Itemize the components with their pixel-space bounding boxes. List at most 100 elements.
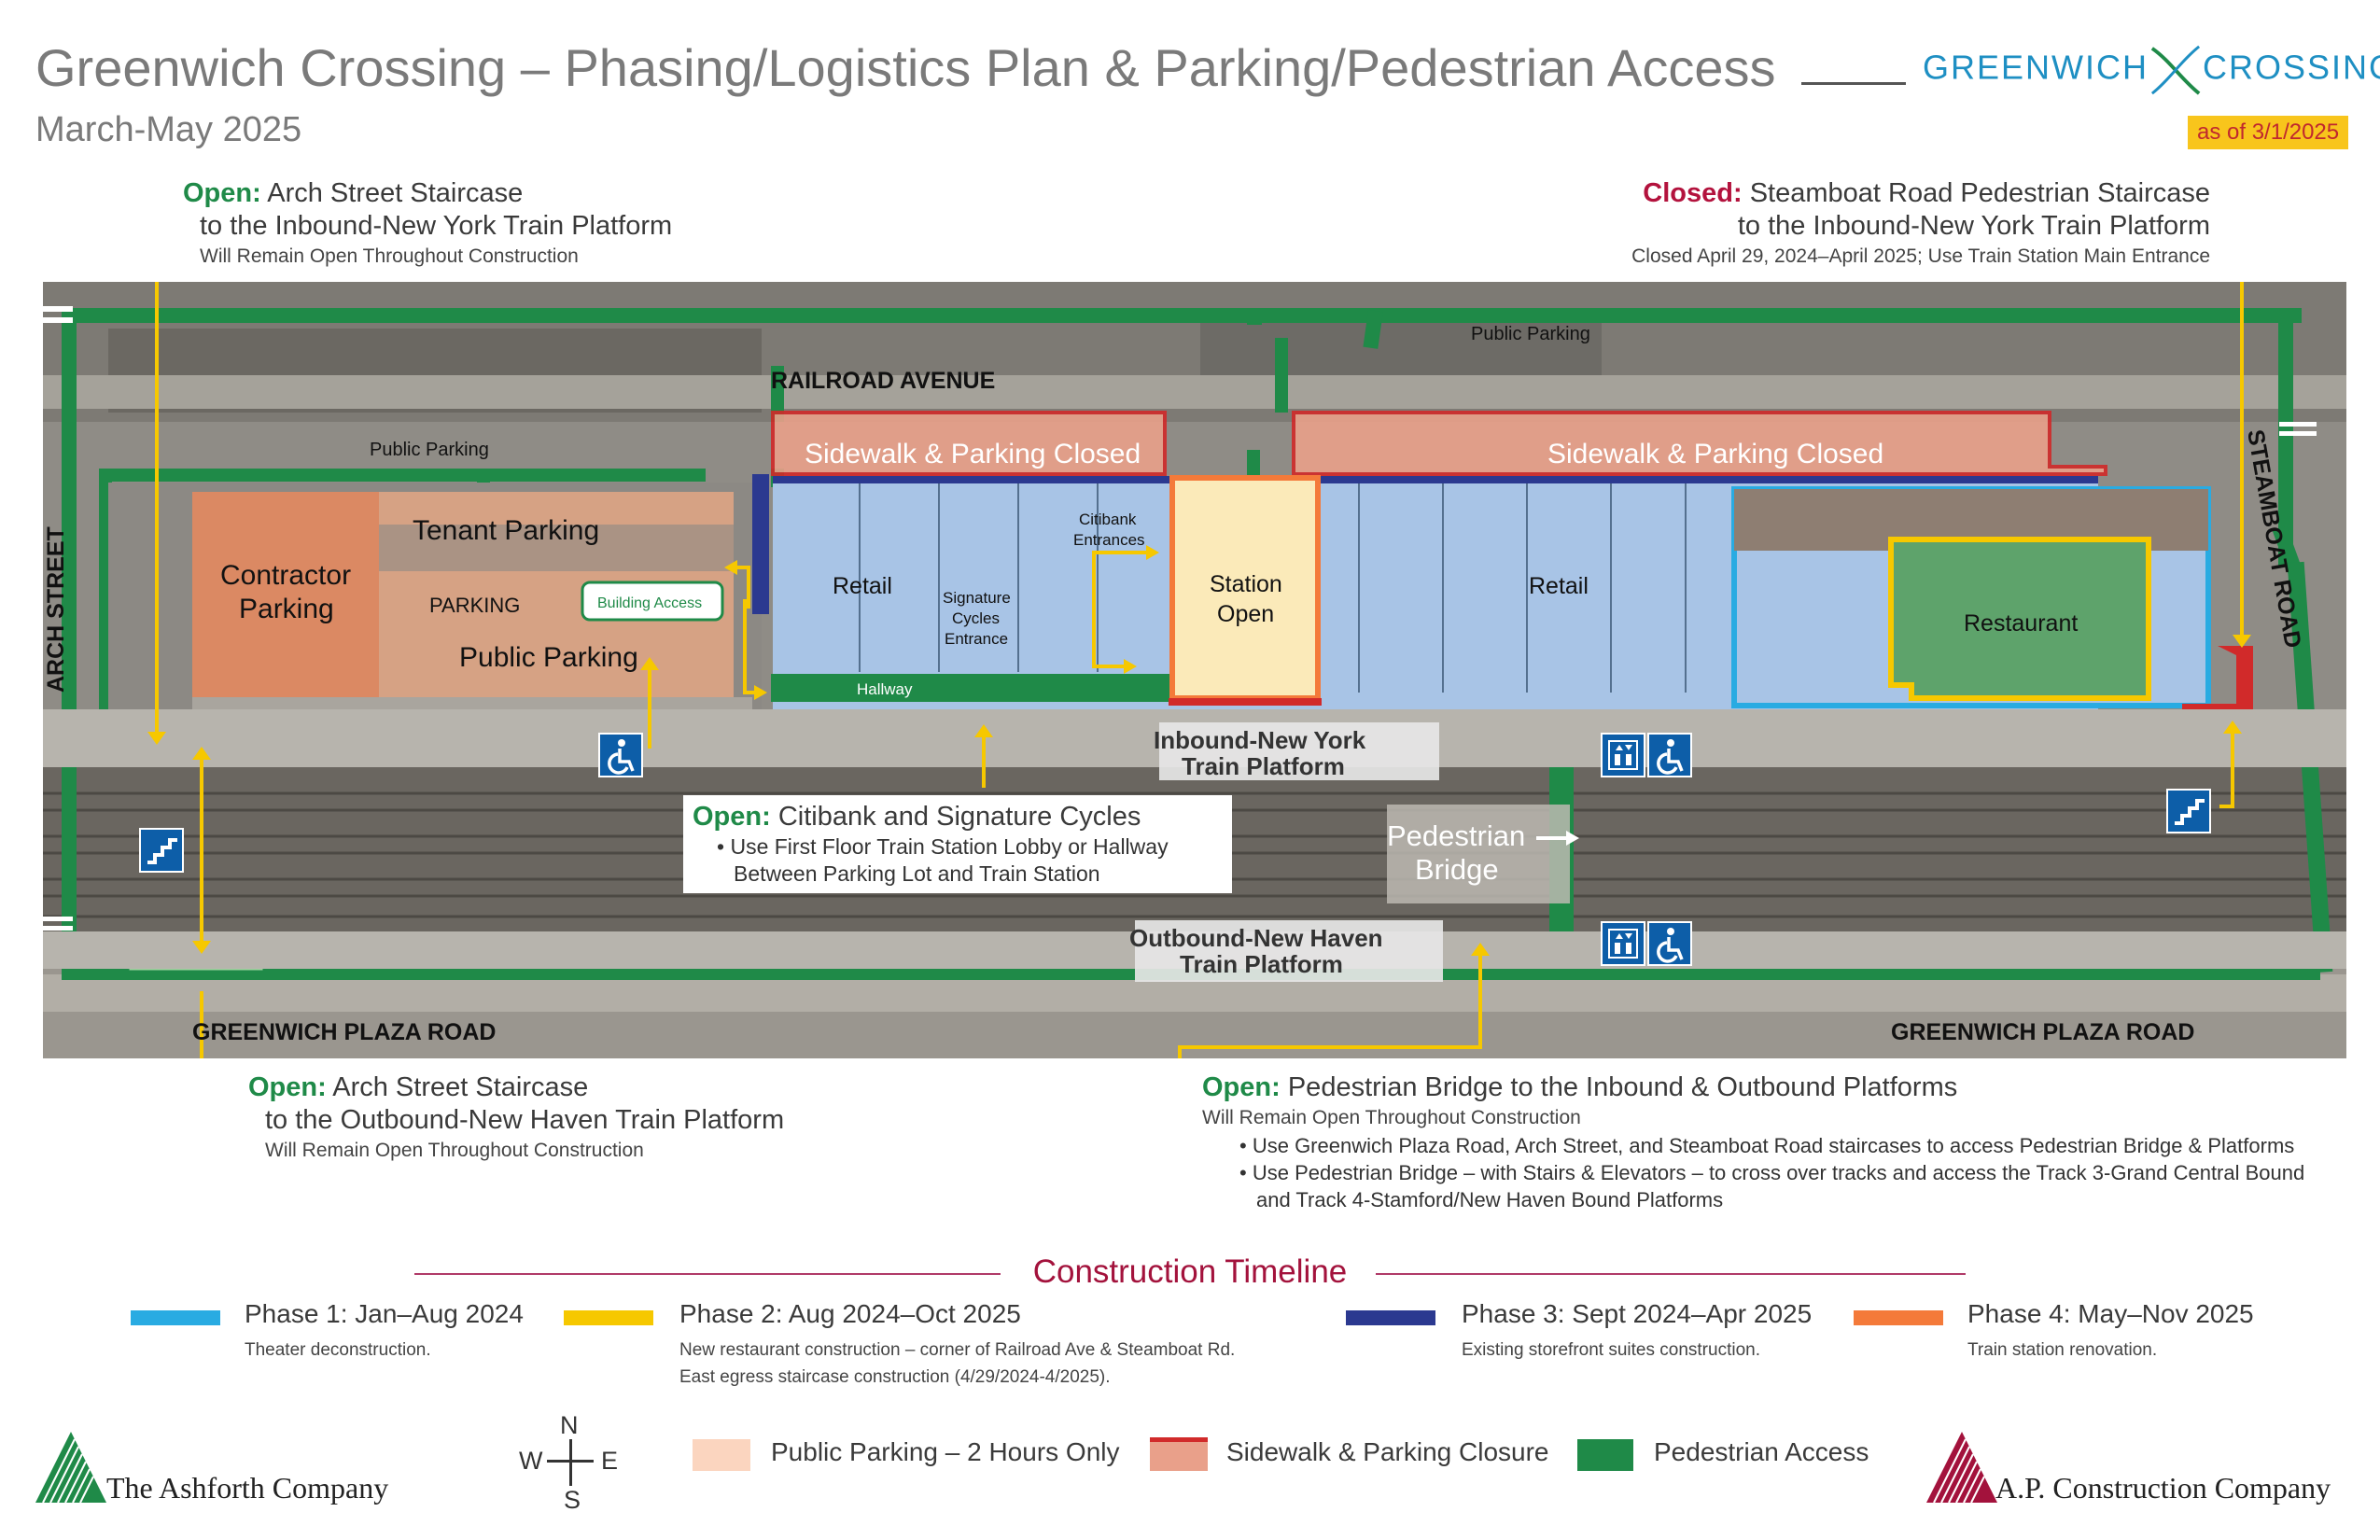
timeline-rule-left: [414, 1273, 1001, 1275]
accessible-icon: [598, 733, 643, 777]
callout-note: Will Remain Open Throughout Construction: [200, 245, 579, 267]
train-station: [1169, 475, 1321, 701]
bullet-text: Use Pedestrian Bridge – with Stairs & El…: [1252, 1161, 2305, 1184]
label-building-access: Building Access: [597, 595, 702, 611]
citibank-bullet-1: • Use First Floor Train Station Lobby or…: [717, 834, 1169, 859]
elevator-icon: [1601, 733, 1645, 777]
street-railroad-avenue: RAILROAD AVENUE: [771, 368, 995, 394]
station-closure-edge: [1169, 698, 1322, 706]
tenant-parking-area: [379, 525, 734, 571]
timeline-rule-right: [1376, 1273, 1966, 1275]
hallway: [773, 674, 1217, 702]
accessible-icon: [1647, 921, 1692, 966]
label-signature-1: Signature: [943, 589, 1011, 607]
label-retail-east: Retail: [1529, 573, 1589, 599]
page-title: Greenwich Crossing – Phasing/Logistics P…: [35, 38, 1776, 97]
phase3-west-edge: [752, 474, 769, 614]
label-public-parking-left: Public Parking: [370, 440, 489, 460]
legend-closure-swatch: [1150, 1437, 1208, 1471]
status-open-label: Open:: [1202, 1072, 1281, 1102]
label-public-parking-top: Public Parking: [1471, 324, 1590, 344]
label-public-parking-lot: Public Parking: [459, 642, 638, 673]
legend-public-parking-swatch: [693, 1439, 750, 1471]
legend-public-parking-label: Public Parking – 2 Hours Only: [771, 1437, 1120, 1466]
callout-line1: Pedestrian Bridge to the Inbound & Outbo…: [1287, 1072, 1958, 1102]
callout-arrows: [155, 282, 2244, 1058]
bridge-bullet-3: and Track 4-Stamford/New Haven Bound Pla…: [1256, 1188, 1724, 1211]
legend-pedestrian-swatch: [1577, 1439, 1633, 1471]
label-citibank-1: Citibank: [1079, 511, 1137, 528]
callout-arch-inbound: Open: Arch Street Staircase to the Inbou…: [183, 177, 672, 271]
label-parking-pavement: PARKING: [429, 594, 520, 617]
label-citibank-2: Entrances: [1073, 531, 1145, 549]
as-of-date-badge: as of 3/1/2025: [2188, 116, 2349, 149]
label-tenant-parking: Tenant Parking: [413, 515, 599, 546]
label-station-2: Open: [1217, 601, 1274, 627]
label-sidewalk-closed-west: Sidewalk & Parking Closed: [805, 439, 1141, 469]
callout-line2: to the Inbound-New York Train Platform: [1737, 211, 2210, 241]
inbound-label-box: [1159, 722, 1439, 780]
compass-w: W: [519, 1447, 543, 1475]
label-station-1: Station: [1210, 571, 1282, 597]
ap-construction-logo-icon: [1925, 1430, 1999, 1509]
label-hallway: Hallway: [857, 680, 913, 698]
phase2-swatch: [564, 1310, 653, 1325]
timeline-title: Construction Timeline: [1032, 1253, 1348, 1290]
legend-closure-label: Sidewalk & Parking Closure: [1226, 1437, 1549, 1466]
phase1-name: Phase 1: Jan–Aug 2024: [245, 1299, 524, 1328]
building-access-badge: [581, 581, 724, 622]
label-contractor-1: Contractor: [220, 560, 351, 591]
compass-cross-v: [569, 1439, 572, 1486]
phase3-name: Phase 3: Sept 2024–Apr 2025: [1462, 1299, 1813, 1328]
bullet-text: Use Greenwich Plaza Road, Arch Street, a…: [1252, 1134, 2295, 1157]
phase4-swatch: [1854, 1310, 1943, 1325]
callout-line2: to the Outbound-New Haven Train Platform: [265, 1105, 785, 1135]
ashforth-logo-icon: [34, 1430, 108, 1509]
label-contractor-2: Parking: [239, 594, 334, 624]
street-plaza-right: GREENWICH PLAZA ROAD: [1891, 1019, 2194, 1045]
crosswalks: [43, 306, 2317, 931]
stairs-icon: [139, 828, 184, 873]
legend-pedestrian-label: Pedestrian Access: [1654, 1437, 1869, 1466]
label-outbound-2: Train Platform: [1180, 950, 1343, 978]
callout-citibank: Open: Citibank and Signature Cycles • Us…: [683, 795, 1232, 893]
phase1-swatch: [131, 1310, 220, 1325]
bridge-label-box: [1387, 805, 1570, 903]
phase1-desc: Theater deconstruction.: [245, 1340, 431, 1360]
phase3-desc: Existing storefront suites construction.: [1462, 1340, 1760, 1360]
phase2-desc-2: East egress staircase construction (4/29…: [679, 1367, 1111, 1387]
label-restaurant: Restaurant: [1964, 610, 2078, 637]
label-sidewalk-closed-east: Sidewalk & Parking Closed: [1547, 439, 1883, 469]
ashforth-company-name: The Ashforth Company: [106, 1471, 389, 1505]
stairs-icon: [2166, 789, 2211, 833]
compass-s: S: [564, 1486, 581, 1514]
callout-line1: Arch Street Staircase: [267, 178, 524, 208]
phase3-line: [773, 476, 2098, 483]
sidewalk-closure-east: [1292, 411, 2107, 476]
restaurant-area: [1888, 537, 2151, 701]
outbound-label-box: [1135, 920, 1443, 982]
site-map: Public Parking Public Parking RAILROAD A…: [43, 282, 2346, 1058]
logo-x-icon: [2150, 45, 2201, 95]
site-map-svg: Public Parking Public Parking RAILROAD A…: [43, 282, 2346, 1058]
logo-right-text: CROSSING: [2203, 48, 2380, 87]
label-inbound-2: Train Platform: [1182, 752, 1345, 780]
bullet-text: Use First Floor Train Station Lobby or H…: [730, 834, 1169, 859]
callout-steamboat: Closed: Steamboat Road Pedestrian Stairc…: [1631, 177, 2210, 271]
status-open-label: Open:: [183, 178, 261, 208]
closure-fill: [1150, 1442, 1208, 1471]
compass: N W E S: [519, 1411, 622, 1514]
label-retail-west: Retail: [833, 573, 892, 599]
arrow-heads: [147, 545, 2251, 956]
callout-bridge: Open: Pedestrian Bridge to the Inbound &…: [1202, 1071, 2304, 1213]
callout-line1: Steamboat Road Pedestrian Staircase: [1749, 178, 2210, 208]
storefront-divisions: [859, 480, 1687, 693]
callout-line2: to the Inbound-New York Train Platform: [200, 211, 673, 241]
sidewalk-closure-west: [771, 411, 1167, 476]
label-signature-2: Cycles: [952, 609, 1000, 627]
label-outbound-1: Outbound-New Haven: [1129, 924, 1383, 952]
railroad-avenue-road: [43, 375, 2346, 409]
page-subtitle: March-May 2025: [35, 110, 302, 149]
callout-note: Will Remain Open Throughout Construction: [1202, 1107, 1581, 1128]
